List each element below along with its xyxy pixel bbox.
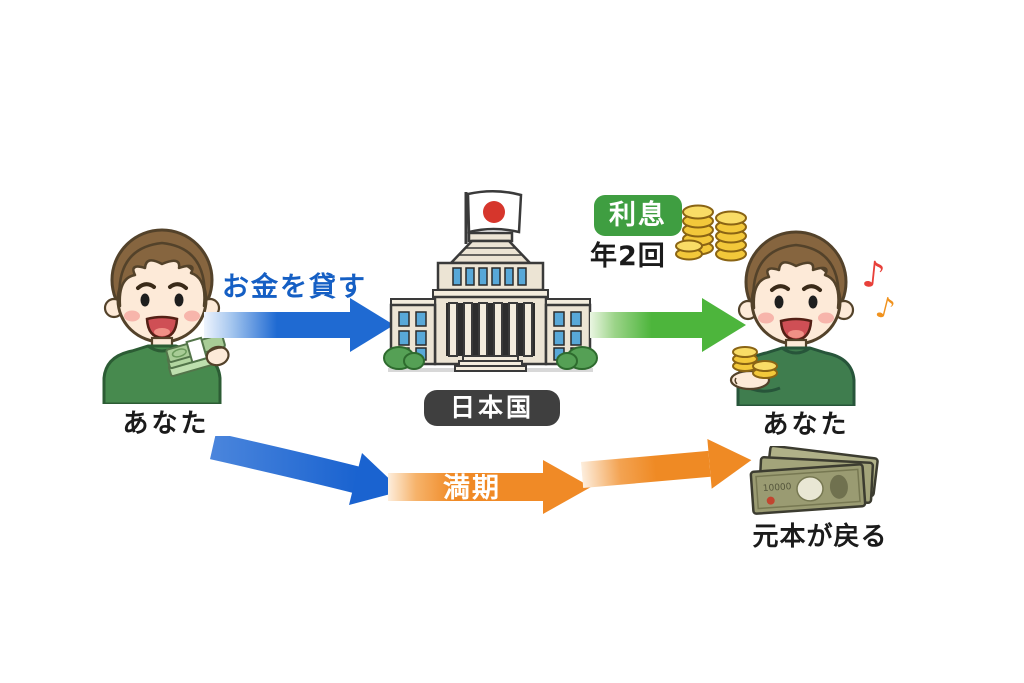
- banknote-denomination: 10000: [763, 482, 793, 494]
- lend-arrow-blue: [204, 298, 394, 352]
- building-tower: [432, 231, 549, 298]
- left-person-illustration: [102, 228, 230, 404]
- building-center: [433, 295, 548, 372]
- interest-badge: 利息: [594, 195, 682, 236]
- music-note-icon: ♪: [872, 289, 899, 327]
- japan-flag-icon: [464, 190, 523, 244]
- bush-icon: [383, 346, 598, 370]
- right-person-label: あなた: [762, 410, 850, 440]
- principal-return-arrow: [580, 438, 752, 489]
- building-label: 日本国: [424, 390, 560, 426]
- lend-arrow-label: お金を貸す: [222, 272, 367, 303]
- interest-arrow-green: [590, 298, 746, 352]
- banknotes-icon: 10000: [749, 446, 879, 515]
- coin-stack-icon: [675, 204, 747, 262]
- left-person-head: [103, 228, 221, 344]
- right-person-illustration: [729, 230, 856, 406]
- held-coins-icon: [729, 346, 778, 391]
- cash-bundle-icon: [165, 333, 230, 378]
- maturity-arrow-blue-segment: [210, 436, 402, 505]
- right-person-head: [737, 230, 855, 346]
- interest-frequency-label: 年2回: [590, 241, 666, 272]
- principal-return-label: 元本が戻る: [752, 522, 888, 552]
- left-person-label: あなた: [122, 409, 210, 439]
- maturity-arrow-label: 満期: [443, 473, 501, 504]
- maturity-arrow-orange-segment: 満期: [388, 460, 591, 514]
- diet-building-illustration: [383, 190, 598, 372]
